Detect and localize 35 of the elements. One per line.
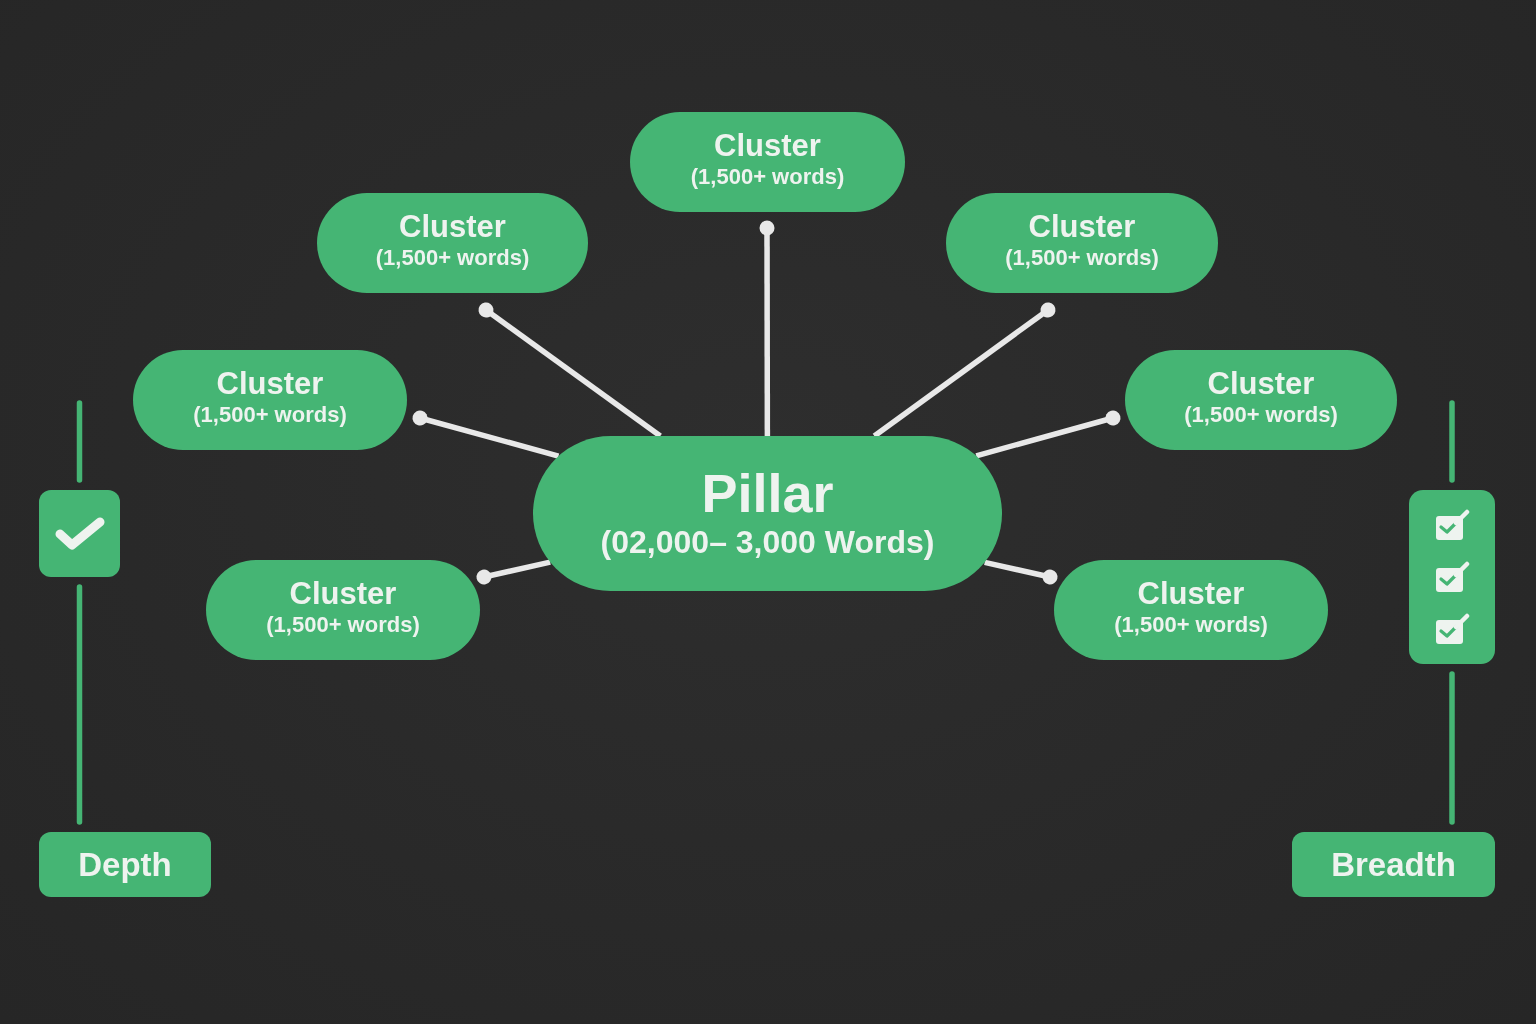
connector-line bbox=[76, 584, 83, 825]
dot-connector bbox=[476, 559, 551, 585]
dot-connector bbox=[975, 410, 1121, 459]
dot-connector bbox=[759, 220, 775, 436]
dot-connector bbox=[412, 410, 560, 459]
connector-line bbox=[76, 400, 83, 483]
axis-label: Breadth bbox=[1331, 845, 1456, 884]
word-count: (1,500+ words) bbox=[193, 402, 347, 428]
pillar-title: Pillar bbox=[701, 462, 834, 523]
cluster-title: Cluster bbox=[1137, 576, 1245, 612]
cluster-title: Cluster bbox=[1028, 209, 1136, 245]
word-count: (1,500+ words) bbox=[266, 612, 420, 638]
label-tag bbox=[39, 832, 211, 897]
label-tag bbox=[1292, 832, 1495, 897]
cluster-node bbox=[1054, 560, 1328, 660]
word-count: (1,500+ words) bbox=[375, 245, 530, 271]
dot-connector bbox=[984, 559, 1058, 585]
axis-label: Depth bbox=[78, 845, 172, 884]
word-count: (1,500+ words) bbox=[1114, 612, 1268, 638]
cluster-title: Cluster bbox=[1207, 366, 1315, 402]
cluster-title: Cluster bbox=[399, 209, 506, 245]
connector-line bbox=[1449, 671, 1455, 825]
cluster-title: Cluster bbox=[216, 366, 324, 402]
dot-connector bbox=[478, 302, 662, 439]
word-count: (1,500+ words) bbox=[1005, 245, 1159, 271]
cluster-node bbox=[206, 560, 480, 660]
word-count: (1,500+ words) bbox=[690, 164, 845, 190]
cluster-title: Cluster bbox=[714, 128, 821, 164]
connector-line bbox=[1449, 400, 1455, 483]
check-tile bbox=[39, 490, 120, 577]
word-count: (02,000– 3,000 Words) bbox=[600, 522, 935, 561]
dot-connector bbox=[872, 302, 1056, 439]
word-count: (1,500+ words) bbox=[1184, 402, 1338, 428]
checklist-tile bbox=[1409, 490, 1495, 664]
cluster-title: Cluster bbox=[289, 576, 397, 612]
